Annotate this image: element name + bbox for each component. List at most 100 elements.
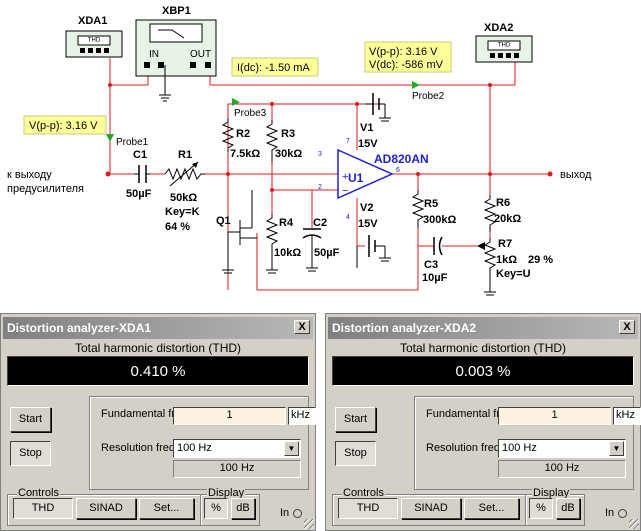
input-terminal-icon[interactable] — [293, 509, 302, 518]
percent-button[interactable]: % — [529, 498, 553, 519]
c3-value: 10µF — [422, 272, 448, 284]
start-button[interactable]: Start — [335, 407, 376, 432]
probe2-icon[interactable] — [412, 81, 420, 89]
frequency-settings-group — [89, 396, 309, 490]
in-label: In — [605, 507, 615, 519]
c1-name: C1 — [133, 149, 147, 161]
frequency-settings-group — [414, 396, 634, 490]
v2-name: V2 — [360, 202, 373, 214]
thd-button[interactable]: THD — [13, 498, 73, 519]
r3-name: R3 — [281, 128, 295, 140]
xda2-label: XDA2 — [484, 22, 513, 34]
resolution-freq-select[interactable]: 100 Hz ▼ — [498, 439, 626, 458]
xbp1-out-label: OUT — [190, 49, 211, 60]
v2-value: 15V — [358, 218, 378, 230]
percent-button[interactable]: % — [204, 498, 228, 519]
window-title: Distortion analyzer-XDA1 — [7, 321, 152, 335]
probe2-label: Probe2 — [412, 91, 445, 102]
probe3-icon[interactable] — [232, 98, 240, 106]
sinad-button[interactable]: SINAD — [401, 498, 461, 519]
q1-name: Q1 — [216, 215, 231, 227]
probe2-value-dc: V(dc): -586 mV — [369, 59, 444, 71]
circuit-schematic: THD XDA1 XBP1 IN OUT THD XDA2 V(p-p): 3.… — [7, 5, 593, 296]
fundamental-freq-label: Fundamental freq. — [101, 408, 191, 420]
probe1-value: V(p-p): 3.16 V — [29, 120, 98, 132]
r5-symbol[interactable] — [411, 190, 425, 228]
db-button[interactable]: dB — [556, 498, 580, 519]
u1-plus-sign: + — [342, 171, 348, 183]
fundamental-freq-input[interactable]: 1 — [173, 407, 286, 425]
r3-symbol[interactable] — [265, 120, 279, 162]
r1-name: R1 — [178, 149, 192, 161]
u1-pin4: 4 — [346, 214, 350, 221]
set-button[interactable]: Set... — [464, 498, 519, 519]
r5-name: R5 — [424, 198, 438, 210]
xbp1-instrument[interactable] — [135, 19, 217, 77]
xda1-label: XDA1 — [78, 15, 107, 27]
start-button[interactable]: Start — [10, 407, 51, 432]
r7-value: 1kΩ — [496, 254, 517, 266]
stop-button[interactable]: Stop — [335, 441, 376, 466]
probe1-label: Probe1 — [116, 137, 149, 148]
probe3-label: Probe3 — [234, 108, 267, 119]
title-bar[interactable]: Distortion analyzer-XDA1 X — [3, 317, 313, 339]
fundamental-freq-unit[interactable]: kHz — [613, 407, 641, 425]
xbp1-label: XBP1 — [162, 5, 191, 17]
resolution-freq-readout: 100 Hz — [498, 460, 626, 478]
resolution-freq-value: 100 Hz — [177, 442, 212, 454]
dropdown-arrow-icon[interactable]: ▼ — [609, 441, 624, 456]
stop-button[interactable]: Stop — [10, 441, 51, 466]
resolution-freq-value: 100 Hz — [502, 442, 537, 454]
thd-label: Total harmonic distortion (THD) — [399, 341, 567, 355]
db-button[interactable]: dB — [231, 498, 255, 519]
v1-value: 15V — [358, 138, 378, 150]
close-button[interactable]: X — [619, 320, 635, 334]
r4-value: 10kΩ — [274, 247, 301, 259]
v2-symbol[interactable] — [368, 235, 376, 257]
r7-key: Key=U — [496, 268, 531, 280]
fundamental-freq-input[interactable]: 1 — [498, 407, 611, 425]
probe1-icon[interactable] — [106, 134, 114, 142]
thd-button[interactable]: THD — [338, 498, 398, 519]
thd-readout: 0.003 % — [332, 356, 634, 386]
u1-opamp-symbol[interactable] — [337, 148, 394, 200]
input-terminal-icon[interactable] — [618, 509, 627, 518]
r2-value: 7.5kΩ — [230, 148, 260, 160]
xbp1-in-label: IN — [149, 49, 159, 60]
xda2-thd-badge: THD — [498, 43, 511, 49]
resolution-freq-select[interactable]: 100 Hz ▼ — [173, 439, 301, 458]
display-label: Display — [207, 487, 246, 499]
u1-minus-sign: − — [342, 185, 348, 197]
fundamental-freq-unit[interactable]: kHz — [288, 407, 316, 425]
resize-grip-icon[interactable] — [629, 519, 639, 529]
probe3-readout-box — [231, 57, 319, 77]
r2-symbol[interactable] — [221, 118, 235, 152]
probe1-readout-box — [23, 115, 107, 135]
u1-name: U1 — [348, 171, 364, 185]
r1-symbol[interactable] — [164, 167, 205, 181]
u1-pin2: 2 — [318, 184, 322, 191]
c1-symbol[interactable] — [138, 165, 147, 183]
close-button[interactable]: X — [294, 320, 310, 334]
resize-grip-icon[interactable] — [304, 519, 314, 529]
u1-part: AD820AN — [374, 152, 429, 166]
r4-symbol[interactable] — [265, 214, 279, 270]
r6-symbol[interactable] — [483, 195, 497, 232]
resolution-freq-label: Resolution freq. — [101, 442, 179, 454]
c2-value: 50µF — [314, 247, 340, 259]
probe3-value: I(dc): -1.50 mA — [237, 62, 310, 74]
input-label-line2: предусилителя — [7, 183, 84, 195]
sinad-button[interactable]: SINAD — [76, 498, 136, 519]
dropdown-arrow-icon[interactable]: ▼ — [284, 441, 299, 456]
output-label: выход — [560, 169, 592, 181]
r7-name: R7 — [498, 238, 512, 250]
r7-symbol[interactable] — [483, 238, 497, 292]
title-bar[interactable]: Distortion analyzer-XDA2 X — [328, 317, 638, 339]
xda2-instrument[interactable] — [475, 35, 533, 63]
set-button[interactable]: Set... — [139, 498, 194, 519]
u1-pin6: 6 — [396, 167, 400, 174]
controls-label: Controls — [17, 487, 60, 499]
xda1-instrument[interactable] — [65, 30, 123, 58]
q1-symbol[interactable] — [228, 190, 257, 245]
u1-pin3: 3 — [318, 151, 322, 158]
